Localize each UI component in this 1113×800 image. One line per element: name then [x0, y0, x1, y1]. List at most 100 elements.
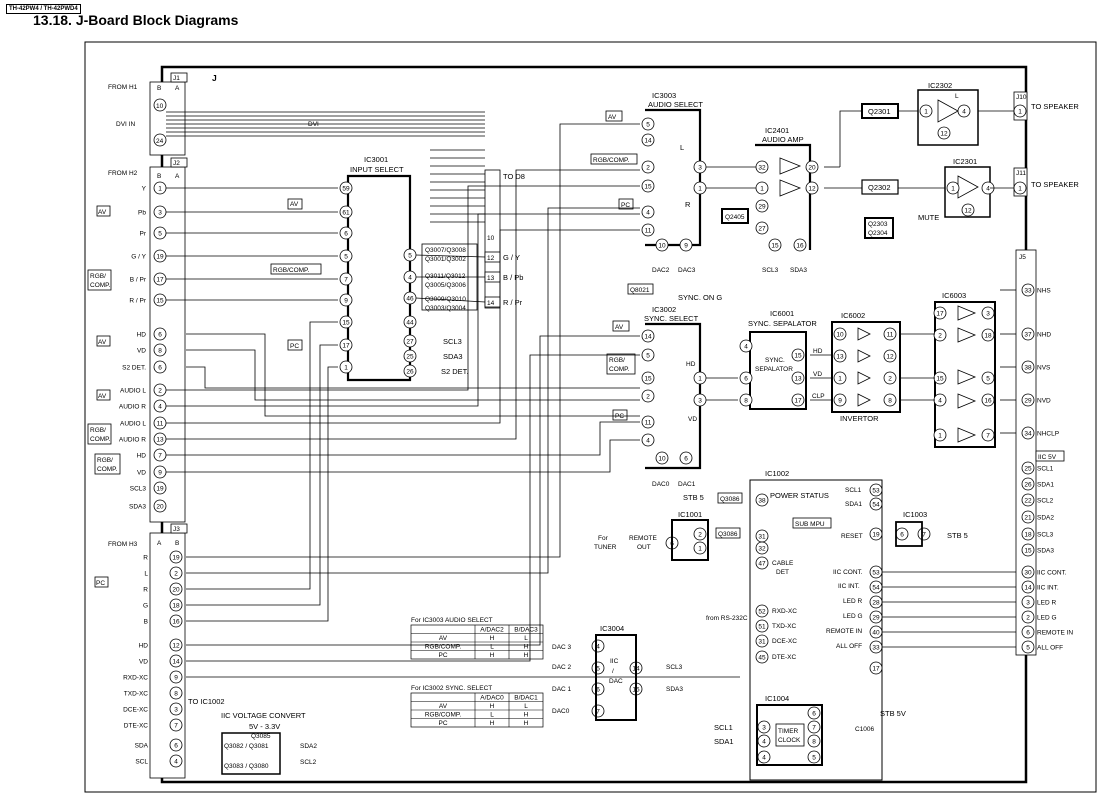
svg-text:Q2304: Q2304 — [868, 230, 888, 237]
svg-text:SCL: SCL — [135, 759, 148, 766]
ic2401-pin: 32 — [755, 160, 769, 174]
page-title: 13.18. J-Board Block Diagrams — [33, 12, 239, 28]
svg-text:12: 12 — [886, 354, 894, 361]
svg-text:1: 1 — [951, 186, 955, 193]
svg-text:AV: AV — [98, 339, 107, 346]
svg-text:L: L — [144, 571, 148, 578]
ic3004-pin: 5 — [591, 661, 605, 675]
ic3003-pin: 15 — [641, 179, 655, 193]
svg-text:IC3003: IC3003 — [652, 91, 676, 100]
svg-text:4: 4 — [986, 186, 990, 193]
ic1003-pin: 6 — [895, 527, 909, 541]
svg-text:7: 7 — [344, 277, 348, 284]
svg-text:from RS-232C: from RS-232C — [706, 615, 748, 622]
svg-text:1: 1 — [938, 433, 942, 440]
ic3003-pin: 9 — [679, 238, 693, 252]
svg-text:Pb: Pb — [138, 210, 146, 217]
svg-text:16: 16 — [984, 398, 992, 405]
svg-text:6: 6 — [684, 456, 688, 463]
svg-text:ALL OFF: ALL OFF — [1037, 645, 1063, 652]
svg-text:G / Y: G / Y — [503, 253, 520, 262]
svg-text:4: 4 — [762, 739, 766, 746]
svg-text:REMOTE IN: REMOTE IN — [826, 628, 862, 635]
svg-text:VD: VD — [137, 470, 146, 477]
svg-text:A: A — [175, 85, 180, 92]
svg-text:14: 14 — [644, 138, 652, 145]
svg-text:17: 17 — [872, 666, 880, 673]
j3-pin: 19R — [143, 550, 183, 564]
svg-text:16: 16 — [796, 243, 804, 250]
ic3004-iic-dac: IC3004 IIC / DAC DAC 3 DAC 2 DAC 1 DAC0 … — [552, 624, 683, 721]
j2-pin: 1Y — [142, 181, 167, 195]
ic1002-pin: 32 — [755, 541, 769, 555]
ic3001-pin: 15 — [339, 315, 353, 329]
svg-text:Q2405: Q2405 — [725, 214, 745, 221]
svg-text:IC2302: IC2302 — [928, 81, 952, 90]
svg-text:20: 20 — [156, 504, 164, 511]
ic3002-pin: 14 — [641, 329, 655, 343]
svg-text:33: 33 — [1024, 288, 1032, 295]
table-cell: H — [490, 635, 495, 642]
ic3001-pin: 27 — [403, 334, 417, 348]
j2-pin: 6S2 DET. — [122, 360, 167, 374]
table-cell: L — [490, 712, 494, 719]
svg-text:12: 12 — [964, 208, 972, 215]
svg-text:14: 14 — [644, 334, 652, 341]
table-cell: H — [524, 652, 529, 659]
svg-text:15: 15 — [342, 320, 350, 327]
svg-text:STB 5V: STB 5V — [880, 709, 906, 718]
svg-text:6: 6 — [1026, 630, 1030, 637]
svg-text:SYNC. SELECT: SYNC. SELECT — [644, 314, 699, 323]
svg-text:RGB/: RGB/ — [90, 427, 106, 434]
svg-text:61: 61 — [342, 210, 350, 217]
table-audio-select: For IC3003 AUDIO SELECT — [411, 617, 493, 624]
svg-text:13: 13 — [836, 354, 844, 361]
svg-text:PC: PC — [615, 413, 624, 420]
table-cell: H — [524, 644, 529, 651]
svg-text:15: 15 — [794, 353, 802, 360]
svg-text:53: 53 — [872, 570, 880, 577]
ic6001-pin: 17 — [791, 393, 805, 407]
ic3001-pin: 44 — [403, 315, 417, 329]
table-cell: AV — [439, 635, 448, 642]
svg-text:B: B — [144, 619, 148, 626]
svg-text:14: 14 — [487, 300, 495, 307]
table-cell: B/DAC3 — [514, 627, 538, 634]
ic3003-pin: 11 — [641, 223, 655, 237]
svg-text:J2: J2 — [173, 160, 180, 167]
svg-text:1: 1 — [1018, 109, 1022, 116]
ic1002-pin: 19 — [869, 527, 883, 541]
svg-text:4: 4 — [174, 759, 178, 766]
ic1002-pin: 38 — [755, 493, 769, 507]
ic6003-pin: 2 — [933, 328, 947, 342]
ic3001-pin: 1 — [339, 360, 353, 374]
svg-text:7: 7 — [174, 723, 178, 730]
ic1001-pin: 2 — [693, 527, 707, 541]
ic2401-pin: 1 — [755, 181, 769, 195]
ic3001-pin: 7 — [339, 272, 353, 286]
svg-text:TXD-XC: TXD-XC — [124, 691, 149, 698]
ic3003-audio-select: IC3003 AUDIO SELECT AV RGB/COMP. PC L R … — [590, 91, 703, 274]
svg-text:AV: AV — [98, 393, 107, 400]
svg-text:10: 10 — [487, 235, 495, 242]
svg-text:REMOTE: REMOTE — [629, 535, 657, 542]
ic1004-pin: 5 — [807, 750, 821, 764]
svg-text:HD: HD — [813, 348, 823, 355]
svg-text:17: 17 — [156, 277, 164, 284]
svg-text:19: 19 — [172, 555, 180, 562]
ic6001-pin: 13 — [791, 371, 805, 385]
svg-text:5V - 3.3V: 5V - 3.3V — [249, 722, 280, 731]
svg-text:IC2301: IC2301 — [953, 157, 977, 166]
left-source-tags: AV RGB/COMP. AV AV RGB/COMP. RGB/COMP. P… — [87, 205, 121, 588]
svg-text:B / Pr: B / Pr — [130, 277, 147, 284]
svg-text:32: 32 — [758, 546, 766, 553]
ic1002-pin: 47 — [755, 556, 769, 570]
svg-text:29: 29 — [872, 615, 880, 622]
j3-pin: 18G — [143, 598, 183, 612]
svg-text:5: 5 — [344, 254, 348, 261]
svg-text:SDA1: SDA1 — [1037, 482, 1054, 489]
